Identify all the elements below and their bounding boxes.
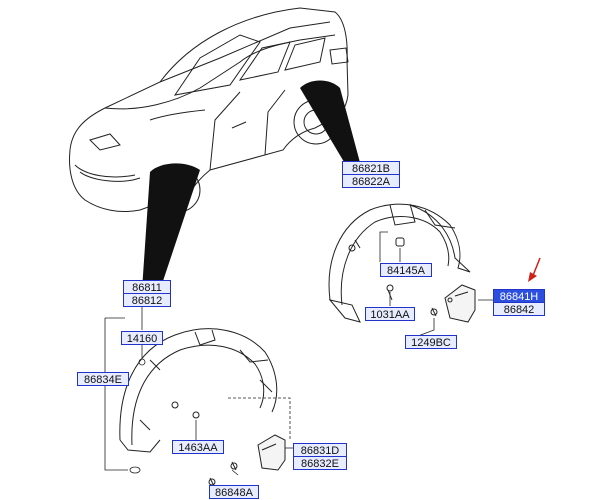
label-86822A[interactable]: 86822A [342, 174, 400, 188]
label-84145A[interactable]: 84145A [380, 263, 432, 277]
label-stack-86811: 86811 86812 [123, 280, 171, 307]
label-86841H[interactable]: 86841H [493, 289, 545, 303]
front-arch-pointer [142, 163, 200, 290]
label-86834E[interactable]: 86834E [77, 372, 129, 386]
label-86821B[interactable]: 86821B [342, 161, 400, 175]
front-liner-illustration [119, 328, 278, 453]
label-1463AA[interactable]: 1463AA [172, 440, 224, 454]
label-86831D[interactable]: 86831D [293, 443, 347, 457]
label-86842[interactable]: 86842 [493, 302, 545, 316]
rear-liner-illustration [328, 203, 471, 323]
label-86812[interactable]: 86812 [123, 293, 171, 307]
label-stack-86831D: 86831D 86832E [293, 443, 347, 470]
leader-lines [80, 231, 495, 476]
red-arrow [528, 257, 541, 282]
label-1031AA[interactable]: 1031AA [365, 307, 415, 321]
front-mudguard-illustration [192, 411, 286, 487]
label-stack-86841H: 86841H 86842 [493, 289, 545, 316]
label-stack-86821B: 86821B 86822A [342, 161, 400, 188]
label-86848A[interactable]: 86848A [209, 485, 259, 499]
label-86811[interactable]: 86811 [123, 280, 171, 294]
label-86832E[interactable]: 86832E [293, 456, 347, 470]
label-14160[interactable]: 14160 [121, 331, 163, 345]
rear-arch-pointer [300, 80, 362, 172]
car-illustration [69, 7, 349, 213]
label-1249BC[interactable]: 1249BC [405, 335, 457, 349]
